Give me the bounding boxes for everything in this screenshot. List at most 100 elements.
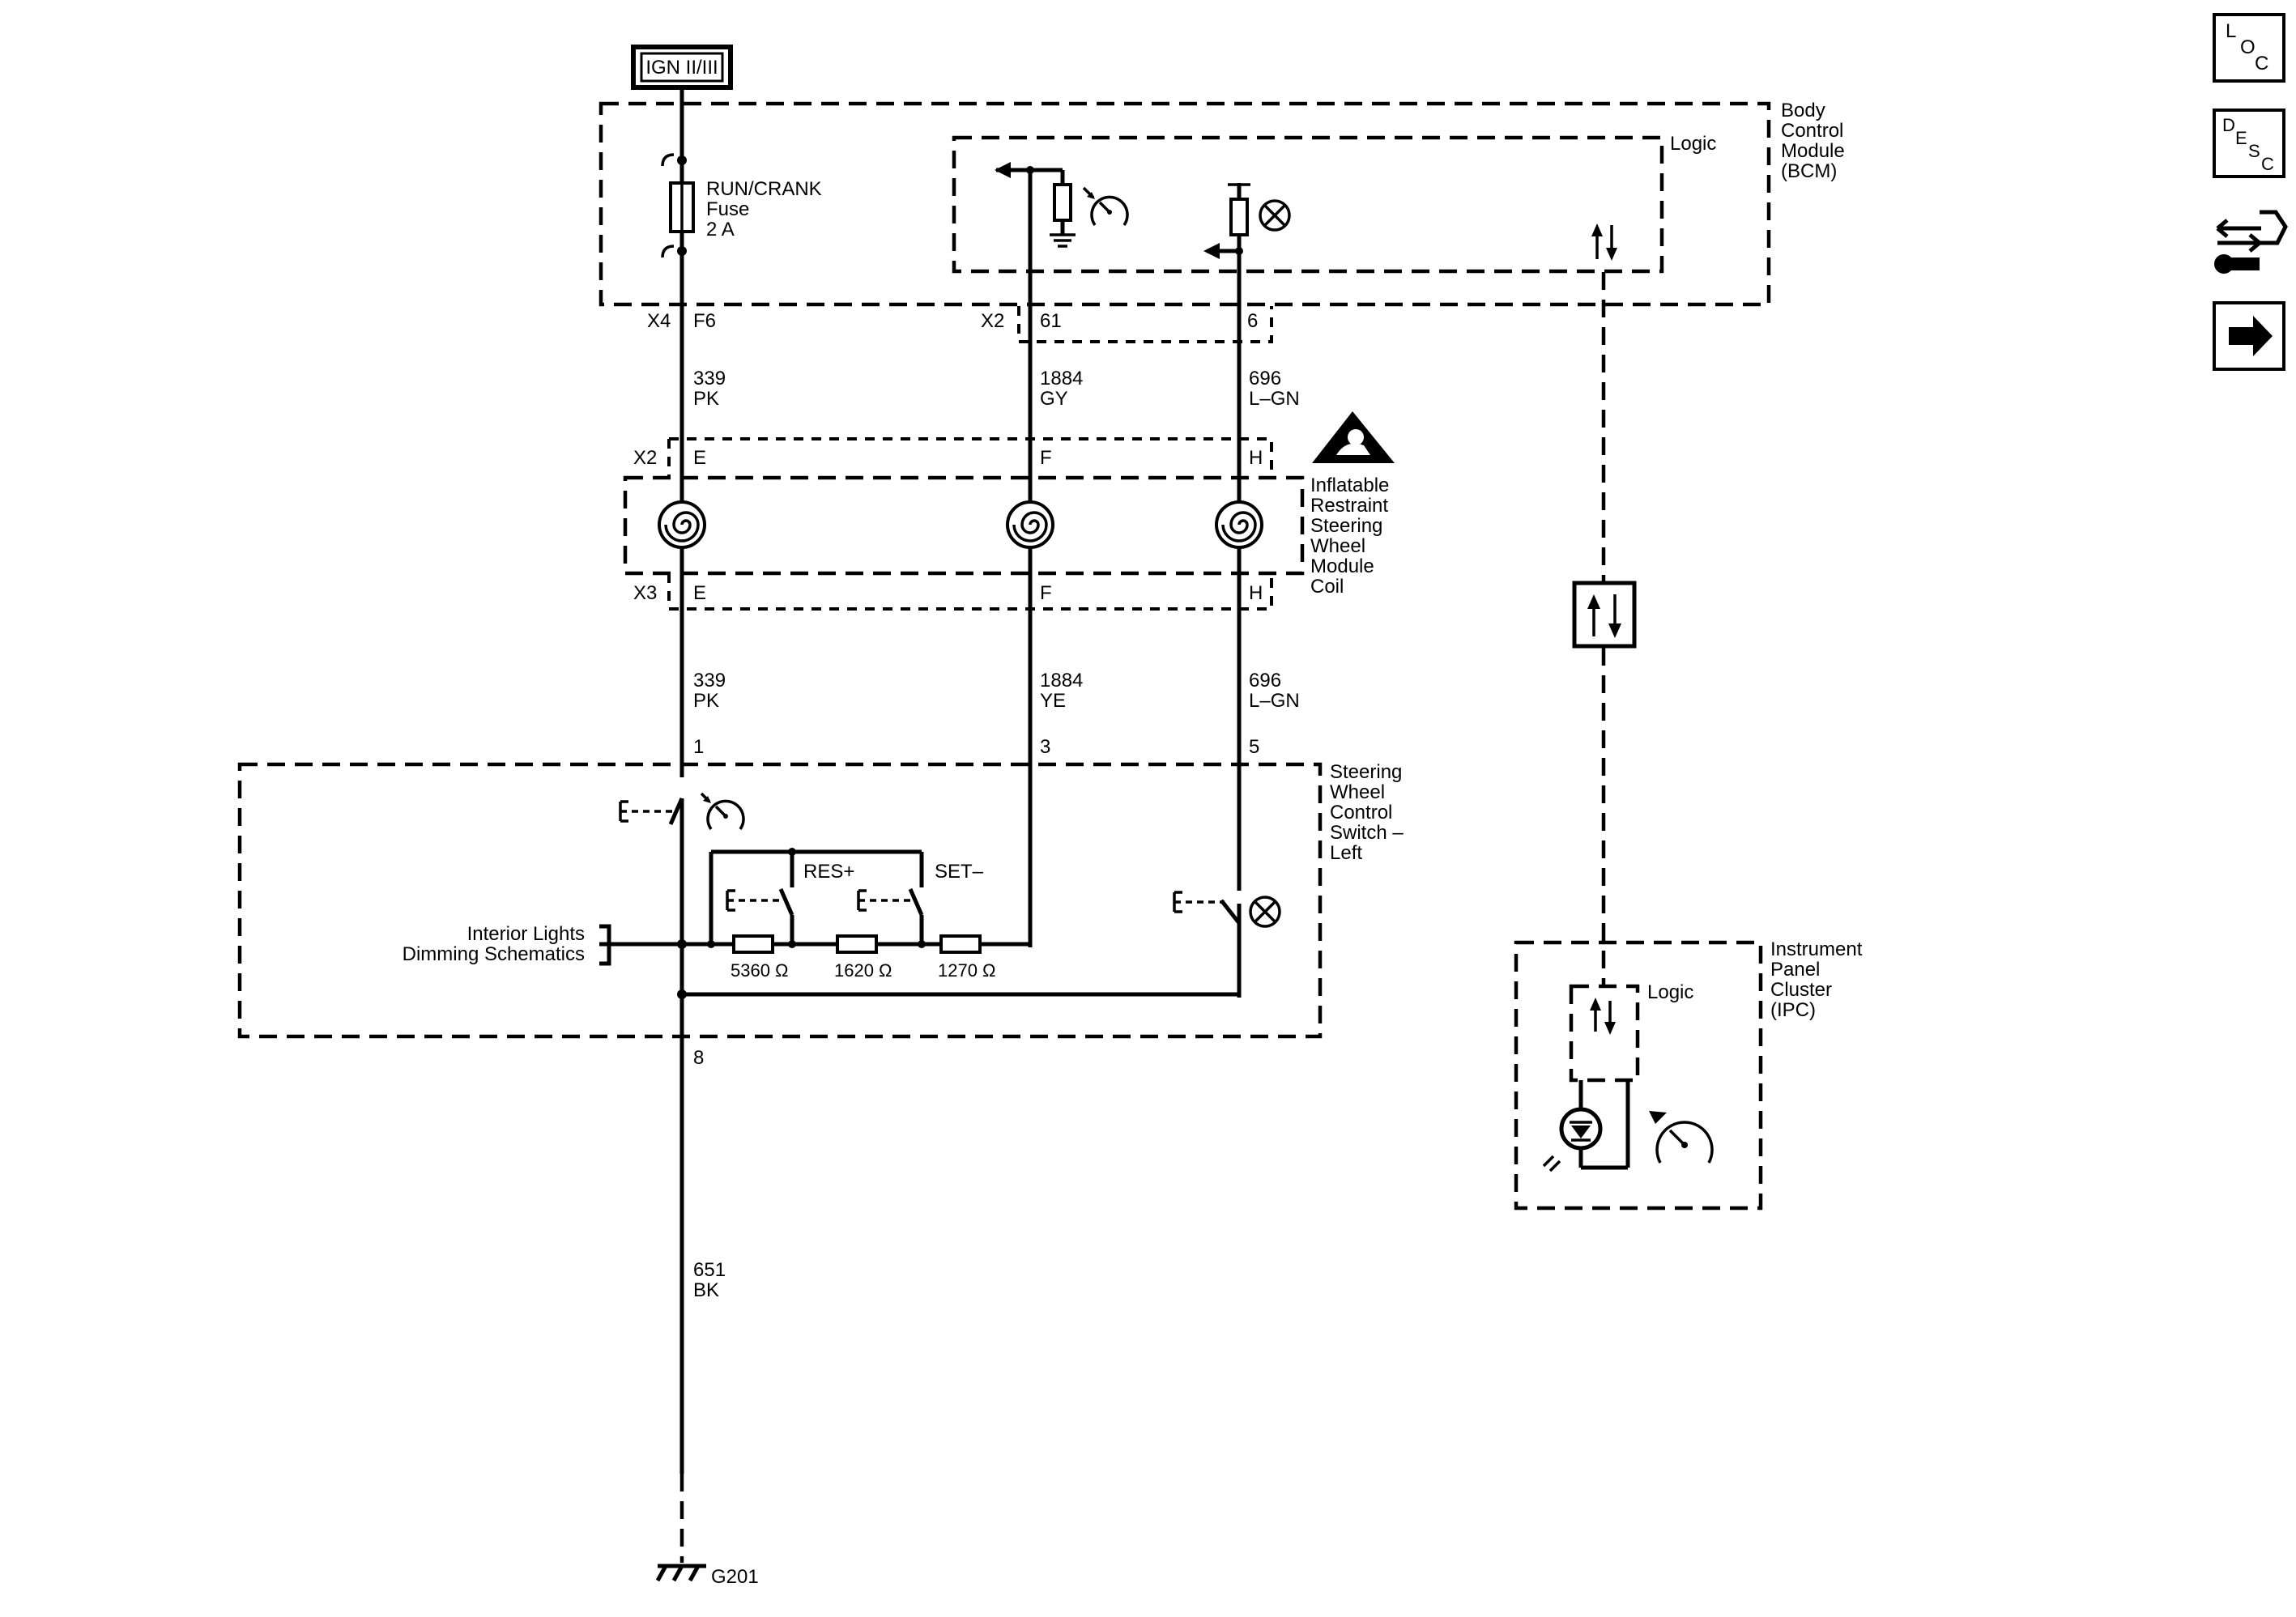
svg-text:C: C [2255,53,2268,74]
svg-text:S: S [2248,141,2260,161]
svg-text:Steering: Steering [1330,761,1402,783]
lamp-switch [1173,883,1243,993]
ground-label: G201 [711,1566,759,1588]
switch-pin-5: 5 [1249,736,1259,758]
set-minus-switch [857,887,924,917]
ipc-title: Instrument Panel Cluster (IPC) [1770,938,1863,1021]
svg-text:RUN/CRANK: RUN/CRANK [706,178,822,200]
arrow-right-icon[interactable] [2213,301,2285,371]
cruise-icon [1649,1111,1714,1164]
wire-651-bk: 651 BK [693,1259,726,1301]
ipc-outline [1514,940,1763,1211]
svg-text:Control: Control [1330,802,1392,823]
bcm-lamp-output [1203,183,1250,998]
set-minus-label: SET– [935,861,984,883]
bcm-data-arrows-icon [1591,223,1617,261]
svg-text:Left: Left [1330,842,1362,864]
dimming-reference-bracket [599,924,682,966]
airbag-warning-icon [1312,411,1395,463]
svg-text:Switch –: Switch – [1330,822,1404,844]
indicator-lamp-icon [1259,199,1291,232]
svg-text:Module: Module [1781,140,1845,162]
res-plus-switch [726,887,794,917]
bcm-logic-outline [952,135,1664,274]
bcm-cruise-output [995,162,1076,947]
svg-text:Instrument: Instrument [1770,938,1863,960]
svg-text:696: 696 [1249,368,1281,389]
bcm-pin-61: 61 [1040,310,1062,332]
svg-text:E: E [2235,128,2247,148]
svg-text:Steering: Steering [1310,515,1382,537]
bcm-title: Body Control Module (BCM) [1781,100,1845,182]
svg-text:Dimming Schematics: Dimming Schematics [403,943,585,965]
svg-text:YE: YE [1040,690,1066,712]
svg-text:L–GN: L–GN [1249,690,1300,712]
svg-text:Panel: Panel [1770,959,1820,981]
resistor-1620-label: 1620 Ω [834,960,892,981]
svg-text:Wheel: Wheel [1330,781,1385,803]
bcm-logic-label: Logic [1670,133,1716,155]
ign-label: IGN II/III [645,57,718,79]
switch-pin-3: 3 [1040,736,1050,758]
wire-1884-ye-lower: 1884 YE [1040,670,1083,712]
bcm-pin-6: 6 [1247,310,1258,332]
loc-button[interactable]: L O C [2213,13,2285,83]
fuse-label: RUN/CRANK Fuse 2 A [706,178,822,240]
ipc-logic-outline [1569,984,1640,1083]
switch-pin-1: 1 [693,736,704,758]
svg-text:PK: PK [693,690,719,712]
coil-x2-label: X2 [633,447,657,469]
svg-text:339: 339 [693,670,726,691]
svg-text:C: C [2261,154,2274,174]
svg-text:D: D [2222,115,2235,135]
run-crank-fuse [661,87,695,1474]
coil-pin-e-top: E [693,447,706,469]
svg-text:GY: GY [1040,388,1068,410]
switch-pin-8: 8 [693,1047,704,1069]
ipc-data-arrows-icon [1590,998,1616,1035]
connector-icon[interactable] [2214,210,2288,274]
svg-text:Cluster: Cluster [1770,979,1832,1001]
indicator-lamp-icon [1249,896,1281,928]
coil-outline [623,475,1305,576]
ipc-led-indicator [1542,1080,1630,1172]
bcm-x2-connector [1017,306,1273,343]
bcm-x2-label: X2 [981,310,1004,332]
coil-spiral-icon [1215,500,1263,549]
res-plus-label: RES+ [803,861,854,883]
svg-text:Module: Module [1310,555,1374,577]
serial-data-icon [1572,581,1637,649]
svg-text:696: 696 [1249,670,1281,691]
svg-text:2 A: 2 A [706,219,735,240]
svg-text:(BCM): (BCM) [1781,160,1837,182]
bcm-outline [598,101,1771,307]
svg-text:1884: 1884 [1040,670,1083,691]
coil-pin-h-top: H [1249,447,1263,469]
svg-text:(IPC): (IPC) [1770,999,1816,1021]
resistor-ladder [682,848,1030,954]
svg-text:Inflatable: Inflatable [1310,474,1389,496]
coil-x3-connector [667,573,1273,611]
svg-text:BK: BK [693,1279,719,1301]
cruise-icon [1082,186,1129,227]
coil-pin-h-bottom: H [1249,582,1263,604]
coil-x3-label: X3 [633,582,657,604]
ground-g201 [655,1474,706,1582]
switch-title: Steering Wheel Control Switch – Left [1330,761,1404,864]
desc-button[interactable]: D E S C [2213,109,2285,178]
coil-pin-f-top: F [1040,447,1052,469]
svg-text:339: 339 [693,368,726,389]
coil-title: Inflatable Restraint Steering Wheel Modu… [1310,474,1389,598]
ipc-logic-label: Logic [1647,981,1693,1003]
svg-text:Restraint: Restraint [1310,495,1388,517]
svg-text:O: O [2240,36,2256,58]
cruise-icon [700,792,745,831]
svg-text:Coil: Coil [1310,576,1344,598]
svg-text:Fuse: Fuse [706,198,749,220]
svg-text:Wheel: Wheel [1310,535,1365,557]
svg-text:Control: Control [1781,120,1843,142]
resistor-5360-label: 5360 Ω [731,960,789,981]
coil-spiral-icon [1006,500,1054,549]
bcm-x4-label: X4 [647,310,671,332]
